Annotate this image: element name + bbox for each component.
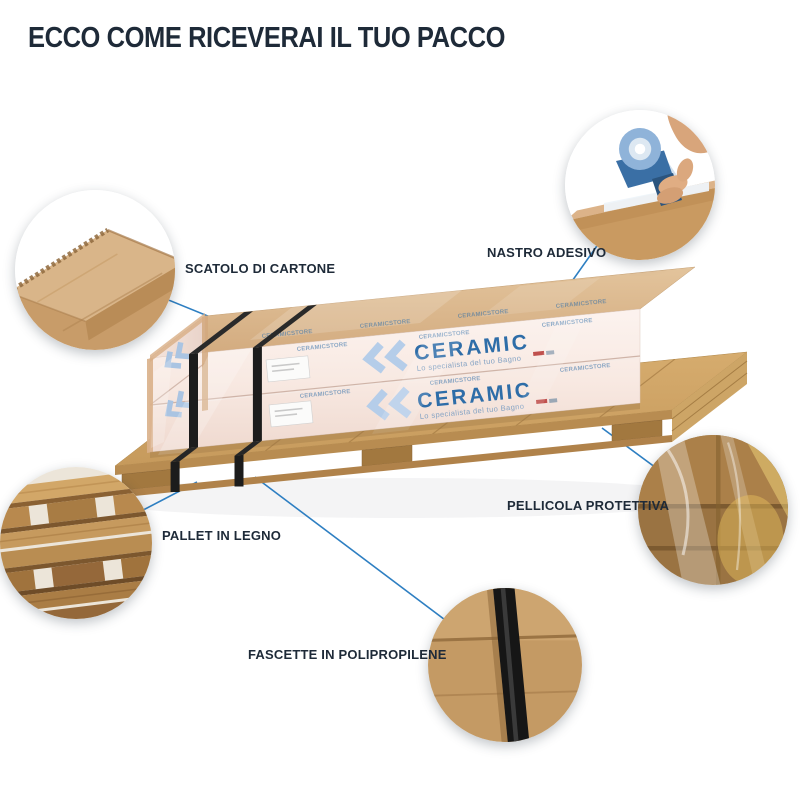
svg-text:CERAMICSTORE: CERAMICSTORE [560, 363, 611, 374]
front-chevrons [362, 339, 412, 421]
label-pallet: PALLET IN LEGNO [162, 528, 282, 543]
package-box: CERAMIC Lo specialista del tuo Bagno CER… [147, 266, 696, 492]
wooden-pallet-image [0, 467, 152, 619]
svg-text:CERAMICSTORE: CERAMICSTORE [419, 330, 470, 341]
photo-cardboard-box [15, 190, 175, 350]
protective-film-image [638, 435, 788, 585]
small-logos: CERAMICSTORE CERAMICSTORE CERAMICSTORE C… [262, 299, 611, 400]
label-nastro: NASTRO ADESIVO [487, 245, 607, 260]
ground-shadow [85, 478, 715, 518]
svg-text:CERAMICSTORE: CERAMICSTORE [360, 319, 411, 330]
film-sheen [151, 314, 588, 455]
cardboard-box-image [15, 190, 175, 350]
adhesive-tape-image [565, 110, 715, 260]
svg-text:CERAMICSTORE: CERAMICSTORE [458, 309, 509, 320]
photo-protective-film [638, 435, 788, 585]
shipping-labels [265, 355, 314, 428]
photo-wooden-pallet [0, 467, 152, 619]
svg-text:CERAMICSTORE: CERAMICSTORE [430, 376, 481, 387]
page-title: ECCO COME RICEVERAI IL TUO PACCO [28, 22, 505, 54]
photo-adhesive-tape [565, 110, 715, 260]
strap-left [170, 311, 253, 492]
label-scatolo: SCATOLO DI CARTONE [185, 261, 336, 276]
strap-right [234, 304, 317, 487]
svg-text:CERAMICSTORE: CERAMICSTORE [300, 389, 351, 400]
endcap-chevrons [164, 341, 193, 418]
svg-text:CERAMICSTORE: CERAMICSTORE [297, 342, 348, 353]
label-pellicola: PELLICOLA PROTETTIVA [507, 498, 670, 513]
svg-text:CERAMICSTORE: CERAMICSTORE [556, 299, 607, 310]
svg-text:CERAMICSTORE: CERAMICSTORE [262, 329, 313, 340]
photo-strap [428, 588, 582, 742]
svg-text:CERAMICSTORE: CERAMICSTORE [542, 318, 593, 329]
strap-image [428, 588, 582, 742]
label-fascette: FASCETTE IN POLIPROPILENE [248, 647, 447, 662]
